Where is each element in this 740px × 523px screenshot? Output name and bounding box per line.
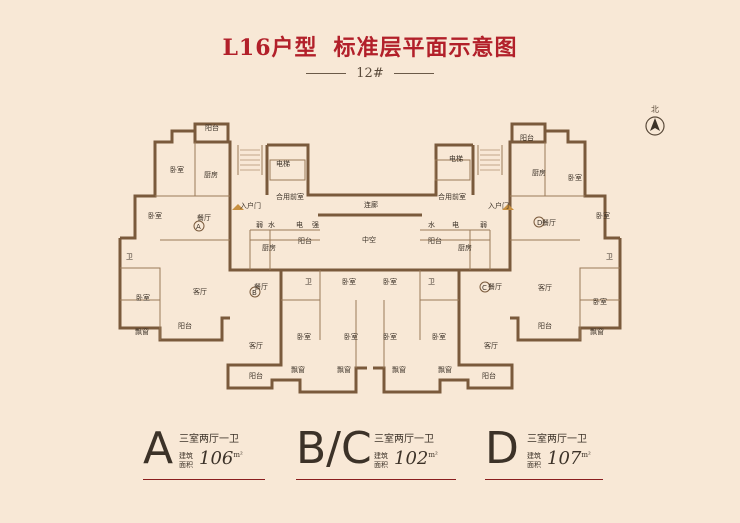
- room-label-lobby: 合用前室: [276, 192, 304, 201]
- unit-area: 107m²: [547, 448, 591, 469]
- room-label-dining: 餐厅: [254, 282, 268, 291]
- room-label-living: 客厅: [538, 283, 552, 292]
- room-label-bedroom: 卧室: [593, 297, 607, 306]
- unit-underline: [143, 479, 265, 480]
- unit-type: 三室两厅一卫: [374, 434, 434, 445]
- unit-markers: [193, 216, 545, 298]
- room-label-weak: 弱: [256, 221, 263, 229]
- room-label-kitchen: 厨房: [458, 243, 472, 252]
- room-label-strong: 强: [312, 221, 319, 229]
- room-label-living: 客厅: [484, 341, 498, 350]
- room-label-bay-window: 飘窗: [438, 365, 452, 374]
- unit-area: 102m²: [394, 448, 438, 469]
- area-unit: m²: [428, 451, 438, 459]
- room-label-bedroom: 卧室: [596, 211, 610, 220]
- unit-summary-d: D 三室两厅一卫 建筑面积 107m²: [485, 424, 603, 484]
- room-label-toilet: 卫: [606, 253, 613, 261]
- north-arrow-icon: [645, 116, 665, 136]
- unit-mark-b: B: [252, 289, 257, 297]
- room-label-lobby: 合用前室: [438, 192, 466, 201]
- unit-underline: [485, 479, 603, 480]
- room-label-bay-window: 飘窗: [392, 365, 406, 374]
- room-label-balcony: 阳台: [482, 371, 496, 380]
- plan-partitions: [120, 142, 620, 368]
- area-label: 建筑面积: [374, 452, 388, 469]
- unit-area: 106m²: [199, 448, 243, 469]
- room-label-elevator: 电梯: [449, 154, 463, 163]
- area-label: 建筑面积: [179, 452, 193, 469]
- building-number: 12#: [0, 66, 740, 81]
- room-label-dining: 餐厅: [197, 213, 211, 222]
- room-label-bedroom: 卧室: [170, 165, 184, 174]
- unit-type: 三室两厅一卫: [527, 434, 587, 445]
- area-value: 107: [547, 448, 582, 469]
- room-label-entry: 入户门: [240, 201, 261, 210]
- room-labels: 阳台 阳台 电梯 电梯 卧室 厨房 厨房 卧室 合用前室 合用前室 连廊 入户门…: [126, 123, 613, 380]
- north-label: 北: [651, 105, 659, 114]
- room-label-bay-window: 飘窗: [135, 327, 149, 336]
- page-title: L16户型标准层平面示意图: [0, 30, 740, 62]
- room-label-bedroom: 卧室: [344, 332, 358, 341]
- unit-letter: B/C: [296, 423, 372, 474]
- area-value: 106: [199, 448, 234, 469]
- room-label-bedroom: 卧室: [383, 332, 397, 341]
- room-label-toilet: 卫: [126, 253, 133, 261]
- room-label-bedroom: 卧室: [432, 332, 446, 341]
- room-label-bedroom: 卧室: [136, 293, 150, 302]
- room-label-balcony: 阳台: [205, 123, 219, 132]
- room-label-dining: 餐厅: [488, 282, 502, 291]
- unit-underline: [296, 479, 456, 480]
- room-label-toilet: 卫: [305, 278, 312, 286]
- room-label-toilet: 卫: [428, 278, 435, 286]
- room-label-balcony: 阳台: [249, 371, 263, 380]
- room-label-bay-window: 飘窗: [291, 365, 305, 374]
- plan-walls: [118, 122, 622, 394]
- entry-arrows: [232, 204, 514, 210]
- room-label-kitchen: 厨房: [532, 168, 546, 177]
- room-label-kitchen: 厨房: [262, 243, 276, 252]
- unit-letter: A: [143, 423, 174, 474]
- title-model: L16户型: [222, 35, 318, 61]
- room-label-living: 客厅: [193, 287, 207, 296]
- room-label-water: 水: [428, 220, 435, 229]
- room-label-balcony: 阳台: [428, 236, 442, 245]
- room-label-bedroom: 卧室: [568, 173, 582, 182]
- room-label-balcony: 阳台: [538, 321, 552, 330]
- unit-type: 三室两厅一卫: [179, 434, 239, 445]
- unit-summary-a: A 三室两厅一卫 建筑面积 106m²: [143, 424, 265, 484]
- room-label-power: 电: [296, 220, 303, 229]
- compass: 北: [644, 104, 666, 139]
- room-label-corridor: 连廊: [364, 200, 378, 209]
- unit-mark-a: A: [196, 223, 201, 231]
- title-text: 标准层平面示意图: [333, 35, 518, 61]
- room-label-bedroom: 卧室: [342, 277, 356, 286]
- room-label-balcony: 阳台: [178, 321, 192, 330]
- room-label-living: 客厅: [249, 341, 263, 350]
- area-unit: m²: [581, 451, 591, 459]
- room-label-bedroom: 卧室: [297, 332, 311, 341]
- stair-steps: [240, 149, 500, 171]
- room-label-bay-window: 飘窗: [590, 327, 604, 336]
- room-label-dining: 餐厅: [542, 218, 556, 227]
- room-label-weak: 弱: [480, 221, 487, 229]
- room-label-water: 水: [268, 220, 275, 229]
- area-label: 建筑面积: [527, 452, 541, 469]
- room-label-bedroom: 卧室: [383, 277, 397, 286]
- room-label-bedroom: 卧室: [148, 211, 162, 220]
- room-label-balcony: 阳台: [298, 236, 312, 245]
- unit-mark-c: C: [482, 284, 487, 292]
- room-label-elevator: 电梯: [276, 159, 290, 168]
- unit-summary-bc: B/C 三室两厅一卫 建筑面积 102m²: [296, 424, 456, 484]
- unit-letter: D: [485, 423, 519, 474]
- room-label-entry: 入户门: [488, 201, 509, 210]
- room-label-power: 电: [452, 220, 459, 229]
- unit-mark-d: D: [537, 219, 542, 227]
- area-value: 102: [394, 448, 429, 469]
- room-label-balcony: 阳台: [520, 133, 534, 142]
- area-unit: m²: [233, 451, 243, 459]
- room-label-kitchen: 厨房: [204, 170, 218, 179]
- room-label-bay-window: 飘窗: [337, 365, 351, 374]
- room-label-atrium: 中空: [362, 235, 376, 244]
